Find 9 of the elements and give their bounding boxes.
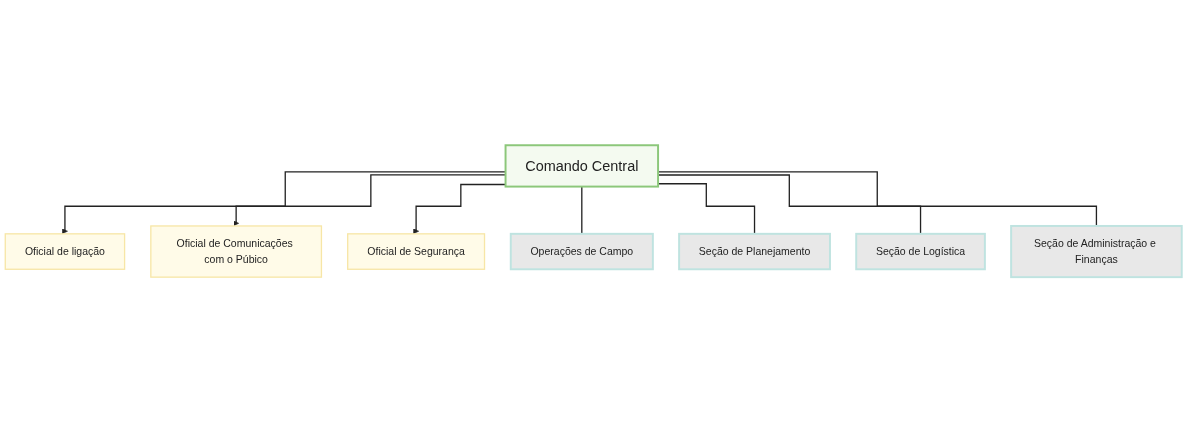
node-box: Oficial de Segurança (347, 233, 486, 271)
node-box: Seção de Administração e Finanças (1010, 225, 1183, 279)
node-box: Comando Central (504, 144, 660, 188)
connector (581, 186, 583, 235)
node-box: Seção de Logística (855, 233, 986, 271)
node-box: Oficial de ligação (4, 233, 126, 271)
node-box: Operações de Campo (509, 233, 654, 271)
node-box: Seção de Planejamento (678, 233, 831, 271)
node-box: Oficial de Comunicações com o Púbico (150, 225, 323, 279)
